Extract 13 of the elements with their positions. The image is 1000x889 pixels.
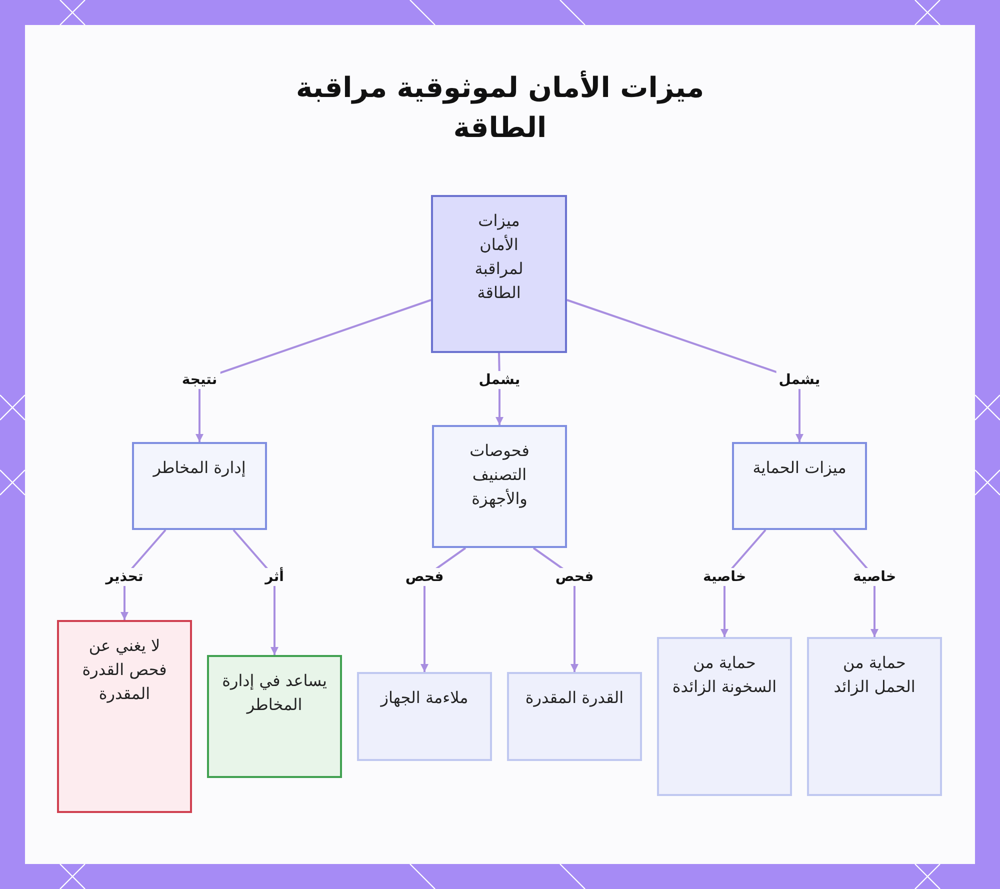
feature-box: ملاءمة الجهاز (357, 672, 492, 761)
effect-box: يساعد في إدارة المخاطر (207, 655, 342, 778)
feature-box: حماية من السخونة الزائدة (657, 637, 792, 796)
feature-box: القدرة المقدرة (507, 672, 642, 761)
root-box: ميزات الأمان لمراقبة الطاقة (431, 195, 567, 353)
connector-arrow (566, 299, 804, 442)
category-box: فحوصات التصنيف والأجهزة (432, 425, 567, 548)
warning-box: لا يغني عن فحص القدرة المقدرة (57, 620, 192, 813)
connector-arrow (196, 299, 432, 442)
title: ميزات الأمان لموثوقية مراقبة الطاقة (294, 70, 706, 146)
feature-box: حماية من الحمل الزائد (807, 637, 942, 796)
category-box: ميزات الحماية (732, 442, 867, 530)
category-box: إدارة المخاطر (132, 442, 267, 530)
